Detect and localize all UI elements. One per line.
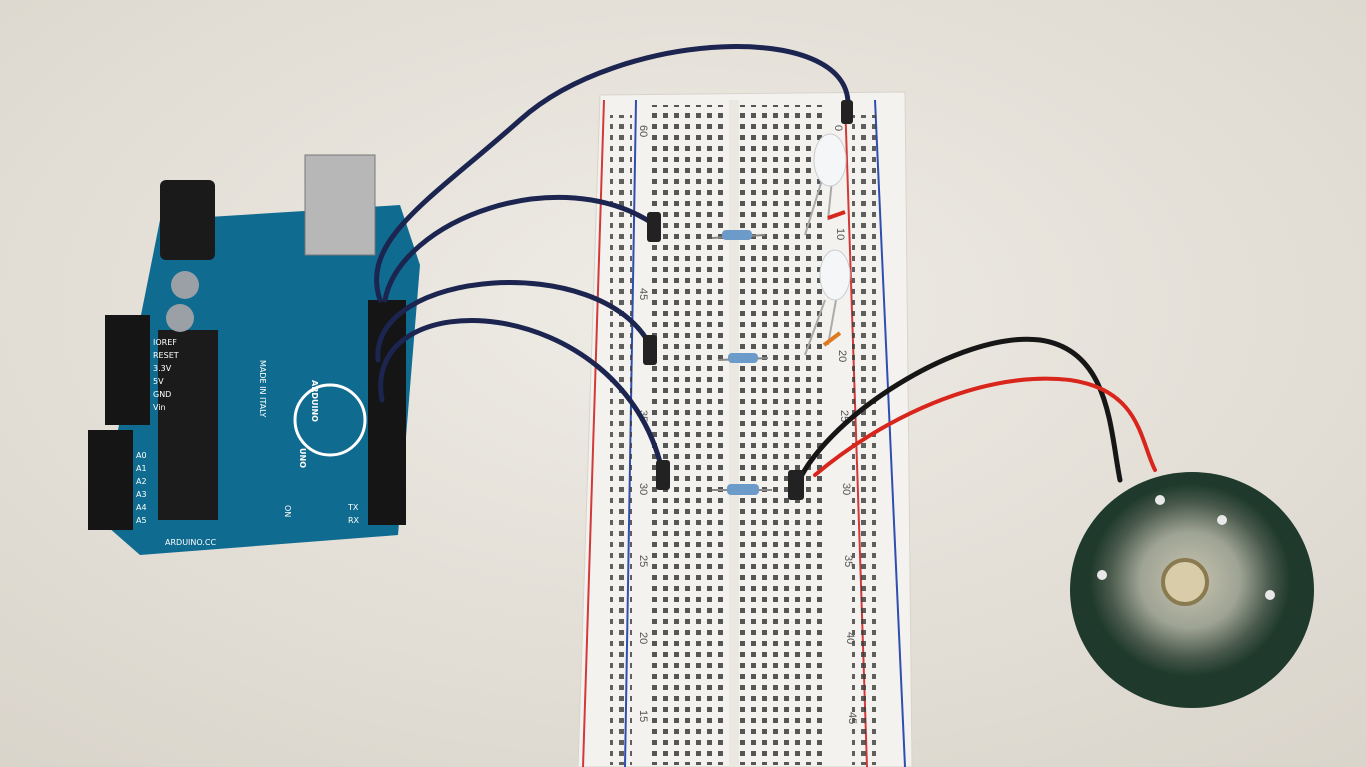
row-number-right: 35 [842, 555, 854, 567]
row-number-right: 20 [836, 350, 848, 362]
power-pin-label: GND [153, 390, 171, 399]
microcontroller-chip [158, 330, 218, 520]
analog-pin-label: A3 [136, 490, 147, 499]
jumper-wire [382, 194, 658, 303]
on-label: ON [283, 505, 292, 517]
brand-label: ARDUINO [310, 380, 319, 422]
analog-header [88, 430, 133, 530]
power-header [105, 315, 150, 425]
power-pin-label: IOREF [153, 338, 177, 347]
analog-pin-label: A4 [136, 503, 147, 512]
analog-pin-label: A0 [136, 451, 147, 460]
center-channel [729, 100, 739, 767]
arduino-uno-board: ARDUINO UNO MADE IN ITALY ARDUINO.CC TX … [88, 154, 420, 555]
tx-label: TX [347, 503, 359, 512]
row-number-left: 15 [637, 710, 649, 722]
row-number-left: 45 [637, 288, 649, 300]
jumper-wire [375, 280, 653, 363]
dc-power-jack [160, 180, 215, 260]
row-number-left: 25 [637, 555, 649, 567]
row-number-left: 30 [637, 483, 649, 495]
analog-pin-label: A5 [136, 516, 147, 525]
speaker-wire-red [813, 376, 1157, 477]
rail-red-left [582, 99, 605, 767]
power-pin-label: 5V [153, 377, 164, 386]
arduino-logo [293, 383, 367, 457]
power-pin-label: Vin [153, 403, 166, 412]
left-rail-holes [610, 115, 632, 765]
wire-connector [656, 460, 670, 490]
row-number-right: 0 [832, 125, 844, 131]
capacitor [171, 271, 199, 299]
row-number-right: 45 [846, 712, 858, 724]
capacitor [166, 304, 194, 332]
led [804, 249, 851, 356]
led [804, 133, 847, 236]
rx-label: RX [348, 516, 360, 525]
usb-port [304, 154, 376, 256]
wire-connector [788, 470, 804, 500]
rail-blue-right [874, 99, 906, 767]
row-number-left: 20 [637, 632, 649, 644]
piezo-speaker [1070, 472, 1314, 708]
leds [804, 133, 851, 356]
row-number-right: 40 [844, 632, 856, 644]
made-in-label: MADE IN ITALY [258, 360, 267, 418]
model-label: UNO [298, 448, 307, 468]
left-terminal-holes [648, 105, 728, 765]
row-number-right: 30 [840, 483, 852, 495]
row-number-right: 10 [834, 228, 846, 240]
jumper-wire [378, 318, 665, 473]
wire-connector [841, 100, 853, 124]
row-number-left: 60 [637, 125, 649, 137]
analog-pin-label: A1 [136, 464, 147, 473]
digital-header [368, 300, 406, 525]
resistor [711, 230, 766, 240]
website-label: ARDUINO.CC [165, 538, 216, 547]
wires [374, 44, 1157, 500]
analog-pin-label: A2 [136, 477, 147, 486]
jumper-wire [374, 44, 851, 303]
speaker-wire-black [792, 336, 1123, 493]
power-pin-label: 3.3V [153, 364, 172, 373]
resistor [717, 353, 769, 363]
resistor [712, 484, 772, 495]
power-pin-label: RESET [153, 351, 179, 360]
resistors [711, 230, 772, 495]
right-terminal-holes [740, 105, 825, 765]
wire-connector [647, 212, 661, 242]
wire-connector [643, 335, 657, 365]
